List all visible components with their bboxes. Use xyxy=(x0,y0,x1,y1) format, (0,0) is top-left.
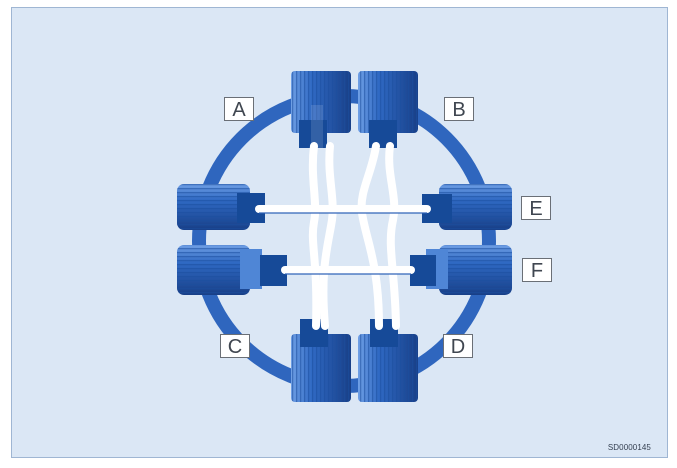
left-lower-connector xyxy=(177,245,287,295)
connector-e-assembly xyxy=(422,184,512,230)
connector-a-assembly xyxy=(291,71,351,150)
label-e: E xyxy=(521,196,551,220)
label-c: C xyxy=(220,334,250,358)
left-upper-connector xyxy=(177,184,265,230)
unit-body-inner xyxy=(208,105,480,377)
diagram-frame: A B C D E F SD0000145 xyxy=(11,7,668,458)
hydraulic-unit-diagram xyxy=(177,71,512,402)
connector-f-assembly xyxy=(410,245,512,295)
label-a: A xyxy=(224,97,254,121)
pipe-highlights xyxy=(259,212,427,275)
label-d: D xyxy=(443,334,473,358)
connector-d-assembly xyxy=(358,319,418,402)
label-b: B xyxy=(444,97,474,121)
connector-b-assembly xyxy=(358,71,418,148)
image-code: SD0000145 xyxy=(607,443,651,452)
label-f: F xyxy=(522,258,552,282)
